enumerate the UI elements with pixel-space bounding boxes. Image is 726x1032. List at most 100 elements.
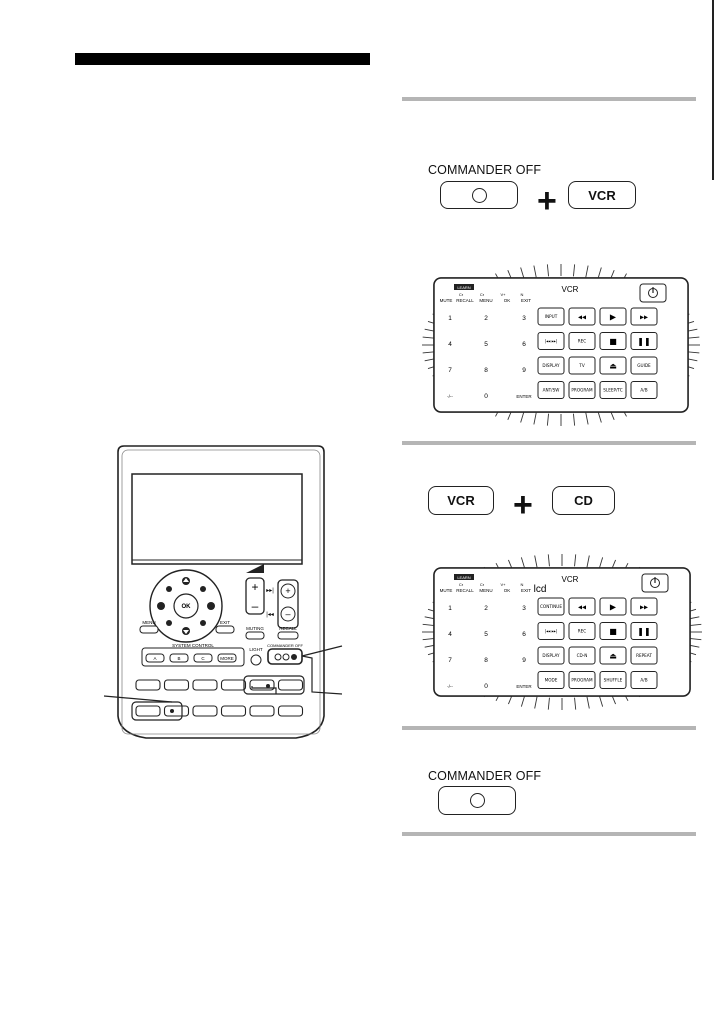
step2-function-key-label: CONTINUE — [540, 604, 562, 609]
ok-button-label[interactable]: OK — [182, 604, 192, 610]
step1-function-key — [568, 381, 596, 399]
step1-learn-tag — [454, 284, 474, 290]
step1-top-label: RECALL — [456, 298, 474, 303]
step1-top-label: EXIT — [521, 298, 531, 303]
step1-function-key — [599, 332, 627, 350]
step1-flash-tick — [533, 412, 537, 425]
step2-function-key — [599, 646, 627, 665]
step2-function-key — [537, 622, 565, 640]
exit-label: EXIT — [220, 620, 230, 625]
step1-function-key — [568, 307, 596, 326]
step2-number-key: 2 — [484, 605, 488, 612]
step2-function-key-label: DISPLAY — [542, 653, 560, 658]
step2-vcr-button[interactable]: VCR — [428, 486, 494, 515]
step2-function-key-label: REC — [578, 629, 587, 634]
step1-top-label: MENU — [479, 298, 492, 303]
step1-plus-sign: + — [537, 182, 557, 220]
svg-text:▸▸|: ▸▸| — [266, 588, 274, 594]
step1-flash-tick — [422, 336, 435, 339]
step2-flash-tick — [689, 638, 702, 641]
device-button — [135, 679, 161, 691]
system-key-label: MORE — [220, 656, 234, 661]
step3-rule — [402, 726, 696, 730]
step1-function-key — [599, 356, 627, 375]
step2-learn-text: LEARN — [457, 575, 470, 580]
step2-function-key — [630, 646, 658, 665]
step2-function-key — [568, 671, 596, 689]
step2-top-small: Cr — [480, 582, 485, 587]
step2-number-key: 0 — [484, 683, 488, 690]
step1-function-key — [537, 332, 565, 350]
step2-number-key: 9 — [522, 657, 526, 664]
device-button — [220, 705, 247, 717]
step1-number-key: 2 — [484, 315, 488, 322]
step2-flash-tick — [520, 557, 526, 569]
step1-flash-tick — [546, 413, 549, 426]
step2-learn-tag — [454, 574, 474, 580]
step1-flash-tick — [585, 412, 589, 425]
step2-function-key-label: MODE — [545, 678, 558, 683]
step1-commander-off-button[interactable] — [440, 181, 518, 209]
step2-function-key — [630, 597, 658, 616]
step1-function-key-label: PROGRAM — [571, 388, 593, 393]
step1-top-label: MUTE — [440, 298, 453, 303]
step2-function-key — [568, 597, 596, 616]
step2-function-key — [568, 622, 596, 640]
step2-function-key — [568, 646, 596, 665]
step2-plus-sign: + — [513, 486, 533, 524]
step2-function-key-label: A/B — [640, 678, 647, 683]
svg-text:|◂◂: |◂◂ — [266, 612, 274, 618]
step1-vcr-button[interactable]: VCR — [568, 181, 636, 209]
muting-label: MUTING — [246, 626, 264, 631]
step1-number-key: 9 — [522, 367, 526, 374]
svg-text:–: – — [285, 609, 290, 619]
step1-number-key: 1 — [448, 315, 452, 322]
step2-function-key-label: REPEAT — [636, 653, 652, 658]
step1-number-key: 5 — [484, 341, 488, 348]
step1-function-key — [537, 307, 565, 326]
step1-function-key-label: ANT/SW — [543, 388, 560, 393]
step1-number-key: 6 — [522, 341, 526, 348]
step2-top-small: V+ — [500, 582, 506, 587]
system-key — [169, 653, 189, 663]
light-label: LIGHT — [249, 647, 263, 652]
device-button — [220, 679, 247, 691]
step2-top-label: OK — [504, 588, 511, 593]
step2-number-key: 3 — [522, 605, 526, 612]
step1-function-key — [599, 381, 627, 399]
device-button — [277, 679, 304, 691]
step2-flash-tick — [534, 555, 538, 568]
step2-rule — [402, 441, 696, 445]
step1-number-key: -/-- — [447, 394, 453, 399]
step2-flash-tick — [598, 695, 604, 707]
step2-number-key: 1 — [448, 605, 452, 612]
system-control-label: SYSTEM CONTROL — [172, 643, 214, 648]
step1-flash-tick — [546, 264, 549, 277]
step1-top-small: Cr — [480, 292, 485, 297]
step2-function-key — [537, 597, 565, 616]
system-key-label: C — [201, 656, 205, 661]
step1-number-key: 3 — [522, 315, 526, 322]
step2-flash-tick — [547, 554, 550, 567]
step1-flash-tick — [422, 351, 435, 354]
step1-flash-tick — [687, 336, 700, 339]
step3-commander-off-button[interactable] — [438, 786, 516, 815]
step2-function-key — [630, 671, 658, 689]
step1-flash-tick — [597, 410, 602, 423]
step2-cd-button[interactable]: CD — [552, 486, 615, 515]
step1-number-key: 8 — [484, 367, 488, 374]
device-button — [192, 679, 218, 691]
menu-label: MENU — [142, 620, 155, 625]
system-key-label: B — [177, 656, 180, 661]
step1-number-key: 4 — [448, 341, 452, 348]
svg-text:+: + — [251, 580, 258, 594]
step2-top-label: RECALL — [456, 588, 474, 593]
step2-function-key — [537, 671, 565, 689]
step2-number-key: 5 — [484, 631, 488, 638]
step1-function-key — [568, 332, 596, 350]
circle-icon — [471, 187, 487, 203]
system-key — [145, 653, 165, 663]
system-key — [217, 653, 237, 663]
step2-number-key: 7 — [448, 657, 452, 664]
